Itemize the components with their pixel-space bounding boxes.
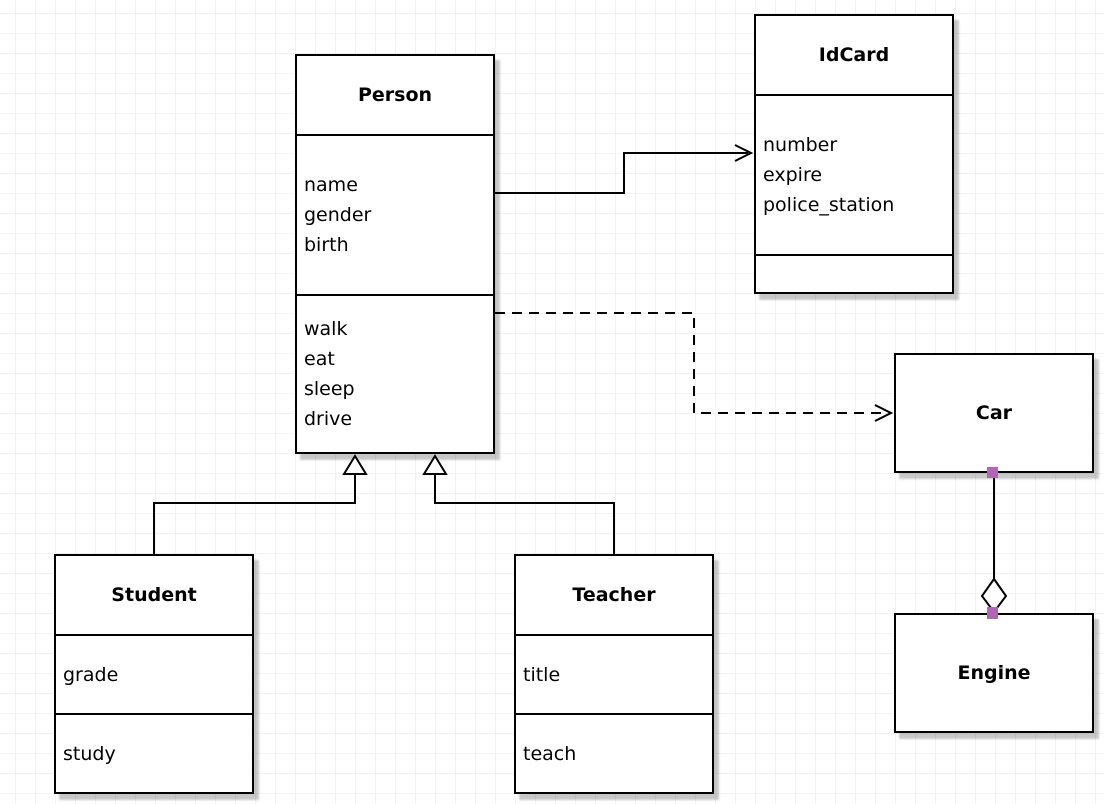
class-idcard-attributes: number expire police_station [756,94,952,254]
attribute: birth [304,234,349,256]
attribute: grade [63,663,119,686]
class-teacher[interactable]: Teacher title teach [514,554,714,794]
edge-generalization-student-person[interactable] [153,454,368,555]
edge-aggregation-car-engine[interactable] [980,467,1008,619]
attribute: police_station [763,194,895,216]
method: drive [304,408,353,430]
class-student-attributes: grade [56,634,252,713]
class-person[interactable]: Person name gender birth walk eat sleep … [295,54,495,454]
edge-generalization-teacher-person[interactable] [422,454,615,555]
method: walk [304,318,348,340]
open-arrow-icon [734,144,754,162]
class-engine[interactable]: Engine [894,613,1094,733]
edge-dependency-person-car[interactable] [495,312,894,422]
hollow-triangle-icon [422,454,448,475]
connection-handle[interactable] [987,467,998,478]
class-idcard-title: IdCard [818,44,890,66]
class-teacher-methods: teach [516,713,712,792]
method: teach [523,742,577,765]
class-student-title: Student [111,584,197,606]
open-arrow-icon [874,404,894,422]
attribute: gender [304,204,372,226]
class-engine-title: Engine [957,662,1031,684]
method: sleep [304,378,355,400]
attribute: expire [763,164,823,186]
class-car[interactable]: Car [894,353,1094,473]
class-teacher-attributes: title [516,634,712,713]
class-idcard-methods-empty [756,254,952,292]
hollow-triangle-icon [342,454,368,475]
connection-handle[interactable] [987,607,998,619]
class-idcard[interactable]: IdCard number expire police_station [754,14,954,294]
class-student[interactable]: Student grade study [54,554,254,794]
method: eat [304,348,335,370]
class-person-methods: walk eat sleep drive [297,294,493,452]
class-person-attributes: name gender birth [297,134,493,294]
class-person-title: Person [357,84,433,106]
edge-association-person-idcard[interactable] [495,144,754,194]
attribute: title [523,663,561,686]
class-teacher-title: Teacher [572,584,656,606]
method: study [63,742,116,765]
class-car-title: Car [975,402,1013,424]
attribute: name [304,174,358,196]
attribute: number [763,134,838,156]
class-student-methods: study [56,713,252,792]
